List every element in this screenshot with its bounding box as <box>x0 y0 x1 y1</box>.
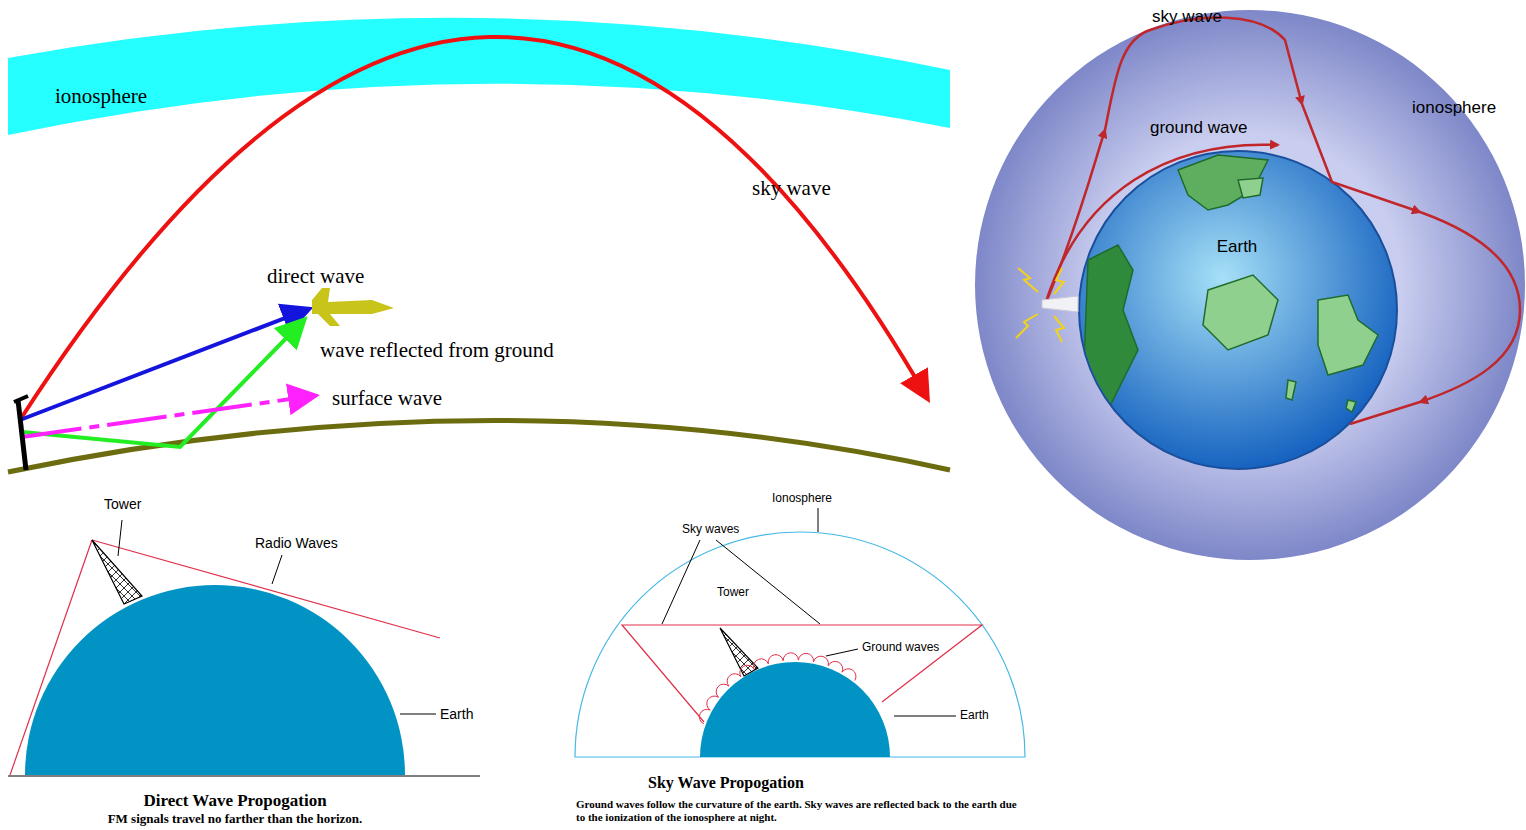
ionosphere-sphere: ionosphereEarth <box>975 10 1525 560</box>
panel-title: Direct Wave Propogation <box>143 791 326 811</box>
leader-line <box>272 555 282 584</box>
drawing-part <box>1203 275 1278 350</box>
panel-caption: FM signals travel no farther than the ho… <box>108 812 363 827</box>
sky-wave-arrow <box>20 37 926 420</box>
leader-line <box>818 508 819 532</box>
part-label: Ground waves <box>862 641 939 655</box>
drawing-part <box>1238 178 1263 198</box>
right-panel-waves <box>1016 18 1520 424</box>
drawing-part <box>1083 155 1378 412</box>
lightning <box>1054 268 1064 294</box>
lightning <box>1016 314 1038 338</box>
node-label: ionosphere <box>55 84 147 108</box>
node-label: ionosphere <box>1412 98 1496 118</box>
ground-line <box>8 420 950 472</box>
drawing-part <box>1286 380 1296 400</box>
sky-wave-path <box>622 625 982 722</box>
radio-wave-line <box>10 540 92 775</box>
earth-globe-shape <box>1078 150 1398 470</box>
drawing-part <box>8 18 950 135</box>
part-label: Tower <box>717 586 749 600</box>
part-label: Ionosphere <box>772 492 832 506</box>
tower-symbol <box>92 540 142 604</box>
surface-wave-arrow <box>22 396 312 437</box>
drawing-part <box>1079 151 1397 469</box>
leader-line <box>716 540 820 624</box>
earth-globe: Earth <box>1078 150 1398 470</box>
earth-shape <box>25 585 405 775</box>
antenna <box>18 400 26 470</box>
drawing-part <box>1318 295 1378 375</box>
ionosphere-arc <box>575 532 1025 757</box>
panel-title: Sky Wave Propogation <box>648 774 804 792</box>
drawing-part <box>1346 400 1356 412</box>
leader-line <box>400 714 436 715</box>
sky-wave-arrow <box>1105 18 1302 130</box>
tower-symbol <box>720 628 758 676</box>
wave-label: surface wave <box>332 386 442 410</box>
wave-label: ground wave <box>1150 118 1247 138</box>
ground-wave-ripples <box>699 653 856 724</box>
sky-wave-arrow <box>1420 212 1520 402</box>
antenna <box>1042 296 1078 312</box>
ionosphere-band-shape <box>0 0 960 150</box>
wave-label: sky wave <box>1152 7 1222 27</box>
drawing-part <box>975 10 1525 560</box>
node-label: Earth <box>1217 237 1258 257</box>
panel-caption: Ground waves follow the curvature of the… <box>576 798 1026 823</box>
airplane <box>312 288 394 326</box>
sky-wave-arrow <box>1350 402 1420 424</box>
lightning <box>1018 268 1038 292</box>
part-label: Earth <box>440 706 473 722</box>
leader-line <box>894 716 956 717</box>
part-label: Tower <box>104 496 141 512</box>
leader-line <box>826 649 858 656</box>
part-label: Radio Waves <box>255 535 338 551</box>
top-left-panel <box>8 37 950 472</box>
wave-label: sky wave <box>752 176 831 200</box>
ground-wave-arrow <box>1045 145 1278 305</box>
lightning <box>1054 316 1064 342</box>
wave-label: wave reflected from ground <box>320 338 554 362</box>
wave-label: direct wave <box>267 264 364 288</box>
radio-wave-line <box>92 540 440 638</box>
sky-wave-panel <box>575 508 1025 757</box>
antenna-head <box>14 396 28 402</box>
part-label: Earth <box>960 709 989 723</box>
sky-wave-arrow <box>1302 104 1420 212</box>
leader-line <box>662 540 700 624</box>
leader-line <box>118 520 122 556</box>
drawing-part <box>1178 155 1268 210</box>
ionosphere-band: ionosphere <box>0 0 960 150</box>
baseline <box>8 776 480 777</box>
reflected-wave-arrow <box>22 322 302 447</box>
drawing-part <box>1083 245 1138 410</box>
direct-wave-panel <box>8 520 480 776</box>
part-label: Sky waves <box>682 523 739 537</box>
